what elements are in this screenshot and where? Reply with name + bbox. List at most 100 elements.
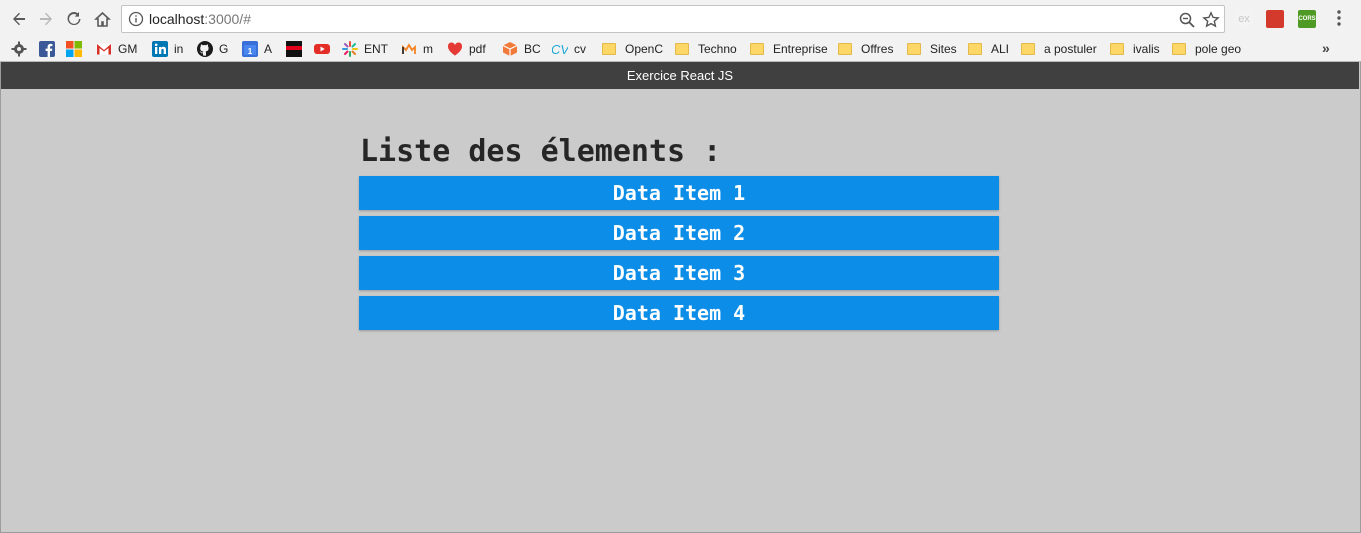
bookmark-folder-a-postuler[interactable]: a postuler bbox=[1021, 36, 1097, 62]
url-text[interactable]: localhost:3000/# bbox=[149, 11, 251, 28]
bookmark-folder-techno[interactable]: Techno bbox=[675, 36, 737, 62]
bookmark-facebook[interactable] bbox=[39, 36, 61, 62]
linkedin-icon bbox=[152, 41, 168, 57]
url-host: localhost bbox=[149, 11, 205, 27]
m-logo-icon bbox=[402, 43, 416, 54]
bookmark-label: in bbox=[174, 42, 184, 56]
list-item[interactable]: Data Item 3 bbox=[359, 256, 999, 290]
bookmark-label: ALI bbox=[991, 42, 1010, 56]
forward-arrow-icon bbox=[40, 12, 52, 26]
item-list-section: Liste des élements : Data Item 1 Data It… bbox=[359, 132, 999, 336]
bookmark-label: ivalis bbox=[1133, 42, 1160, 56]
extension-ex-label: ex bbox=[1238, 13, 1250, 25]
bookmark-folder-openc[interactable]: OpenC bbox=[602, 36, 663, 62]
folder-icon bbox=[907, 43, 921, 55]
bookmark-youtube[interactable] bbox=[314, 36, 336, 62]
folder-icon bbox=[750, 43, 764, 55]
bookmark-folder-sites[interactable]: Sites bbox=[907, 36, 957, 62]
folder-icon bbox=[602, 43, 616, 55]
back-button[interactable] bbox=[6, 6, 32, 32]
folder-icon bbox=[1110, 43, 1124, 55]
extension-ex-icon[interactable]: ex bbox=[1235, 10, 1253, 28]
home-icon bbox=[93, 11, 111, 27]
bookmark-star-icon[interactable] bbox=[1202, 11, 1220, 29]
folder-icon bbox=[838, 43, 852, 55]
bookmark-linkedin[interactable]: in bbox=[152, 36, 183, 62]
svg-text:1: 1 bbox=[248, 47, 253, 56]
info-icon[interactable] bbox=[128, 11, 144, 27]
bookmark-label: ENT bbox=[364, 42, 388, 56]
bookmark-github[interactable]: G bbox=[197, 36, 228, 62]
bookmark-bc[interactable]: BC bbox=[502, 36, 541, 62]
facebook-icon bbox=[39, 41, 55, 57]
address-bar[interactable]: localhost:3000/# bbox=[121, 5, 1225, 33]
forward-button[interactable] bbox=[33, 6, 59, 32]
bookmark-folder-offres[interactable]: Offres bbox=[838, 36, 893, 62]
zoom-icon[interactable] bbox=[1178, 11, 1196, 29]
browser-toolbar: localhost:3000/# ex CORS bbox=[0, 0, 1361, 36]
list-item[interactable]: Data Item 4 bbox=[359, 296, 999, 330]
list-item[interactable]: Data Item 1 bbox=[359, 176, 999, 210]
bookmark-label: Offres bbox=[861, 42, 894, 56]
bookmark-label: BC bbox=[524, 42, 541, 56]
extension-cors-label: CORS bbox=[1298, 16, 1316, 22]
list-item[interactable]: Data Item 2 bbox=[359, 216, 999, 250]
app-title: Exercice React JS bbox=[626, 68, 734, 83]
svg-text:CV: CV bbox=[552, 42, 568, 57]
microsoft-icon bbox=[66, 41, 82, 57]
bookmark-label: G bbox=[219, 42, 229, 56]
box-icon bbox=[502, 42, 518, 56]
extension-red-icon[interactable] bbox=[1266, 10, 1284, 28]
bookmark-label: pole geo bbox=[1195, 42, 1242, 56]
gear-icon bbox=[11, 41, 27, 57]
heart-icon bbox=[447, 42, 463, 56]
github-icon bbox=[197, 41, 213, 57]
black-square-icon bbox=[286, 41, 302, 57]
bookmarks-overflow-icon[interactable]: » bbox=[1322, 40, 1330, 56]
browser-menu-icon[interactable] bbox=[1332, 8, 1346, 28]
bookmark-label: GM bbox=[118, 42, 138, 56]
bookmark-microsoft[interactable] bbox=[66, 36, 88, 62]
list-heading: Liste des élements : bbox=[360, 134, 722, 169]
youtube-icon bbox=[314, 44, 330, 54]
calendar-icon: 1 bbox=[242, 41, 258, 57]
url-path: :3000/# bbox=[204, 11, 251, 27]
app-header: Exercice React JS bbox=[1, 62, 1359, 89]
bookmark-folder-pole-geo[interactable]: pole geo bbox=[1172, 36, 1241, 62]
bookmark-folder-ivalis[interactable]: ivalis bbox=[1110, 36, 1160, 62]
bookmark-label: Sites bbox=[930, 42, 957, 56]
bookmark-label: A bbox=[264, 42, 273, 56]
folder-icon bbox=[1021, 43, 1035, 55]
cv-icon: CV bbox=[552, 42, 568, 57]
bookmarks-bar: GM in G 1 A ENT m pdf bbox=[0, 36, 1361, 62]
bookmark-label: OpenC bbox=[625, 42, 664, 56]
bookmark-folder-ali[interactable]: ALI bbox=[968, 36, 1009, 62]
bookmark-calendar[interactable]: 1 A bbox=[242, 36, 272, 62]
home-button[interactable] bbox=[89, 6, 115, 32]
bookmark-label: Techno bbox=[698, 42, 737, 56]
bookmark-black[interactable] bbox=[286, 36, 308, 62]
item-list: Data Item 1 Data Item 2 Data Item 3 Data… bbox=[359, 176, 999, 330]
back-arrow-icon bbox=[13, 12, 25, 26]
sparkle-icon bbox=[342, 41, 358, 57]
bookmark-label: a postuler bbox=[1044, 42, 1097, 56]
bookmark-m[interactable]: m bbox=[401, 36, 433, 62]
extension-cors-icon[interactable]: CORS bbox=[1298, 10, 1316, 28]
bookmark-ent[interactable]: ENT bbox=[342, 36, 388, 62]
folder-icon bbox=[1172, 43, 1186, 55]
reload-icon bbox=[67, 12, 81, 26]
folder-icon bbox=[968, 43, 982, 55]
browser-chrome: localhost:3000/# ex CORS GM in G bbox=[0, 0, 1361, 62]
bookmark-folder-entreprise[interactable]: Entreprise bbox=[750, 36, 828, 62]
bookmark-gm[interactable]: GM bbox=[96, 36, 137, 62]
bookmark-label: m bbox=[423, 42, 433, 56]
gmail-icon bbox=[96, 43, 112, 55]
bookmark-label: Entreprise bbox=[773, 42, 828, 56]
reload-button[interactable] bbox=[61, 6, 87, 32]
bookmark-pdf[interactable]: pdf bbox=[447, 36, 486, 62]
bookmark-label: pdf bbox=[469, 42, 486, 56]
bookmark-label: cv bbox=[574, 42, 586, 56]
bookmark-settings[interactable] bbox=[11, 36, 33, 62]
folder-icon bbox=[675, 43, 689, 55]
bookmark-cv[interactable]: CV cv bbox=[552, 36, 586, 62]
